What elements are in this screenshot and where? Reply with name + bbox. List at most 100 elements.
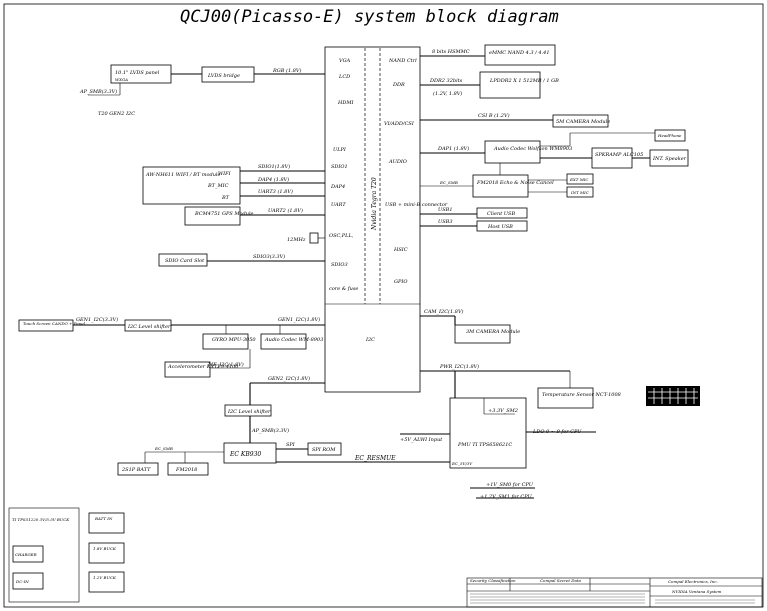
audio-codec-small: Audio Codec WM-8903 — [260, 333, 323, 350]
accelerometer: Accelerometer KXTF9-4100 — [164, 361, 239, 378]
port-hsic: HSIC — [393, 247, 408, 253]
port-uart: UART — [331, 202, 346, 208]
svg-text:BCM4751 GPS Module: BCM4751 GPS Module — [194, 211, 254, 217]
usb3-label: USB3 — [438, 219, 453, 225]
headphone: HeadPhone — [654, 129, 686, 142]
ap-smb2-label: AP_SMB(3.3V) — [251, 427, 289, 434]
svg-text:I2C Level shifter: I2C Level shifter — [127, 324, 171, 330]
pwr-i2c-label: PWR_I2C(1.8V) — [439, 363, 479, 370]
audio-codec: Audio Codec Wolfson WM8903 — [484, 140, 572, 164]
svg-text:EC KB930: EC KB930 — [229, 451, 261, 458]
svg-text:SDIO Card Slot: SDIO Card Slot — [165, 258, 205, 264]
ddr-bus-label: DDR2 32bits — [429, 78, 463, 84]
svg-text:I2C Level shifter: I2C Level shifter — [227, 409, 271, 415]
gps-module: BCM4751 GPS Module — [184, 206, 254, 226]
svg-text:Host USB: Host USB — [487, 224, 513, 230]
svg-text:12MHz: 12MHz — [287, 237, 306, 243]
legend-frame — [8, 507, 80, 603]
svg-text:Client USB: Client USB — [487, 211, 515, 217]
sm1-label: +1.2V_SM1 for CPU — [480, 494, 533, 500]
svg-text:CHARGER: CHARGER — [15, 552, 37, 557]
usb1-label: USB1 — [438, 207, 453, 213]
t20-gen-label: T20 GEN2 I2C — [98, 111, 135, 117]
sm0-label: +1V_SM0 for CPU — [486, 482, 534, 488]
camera-3m: 3M CAMERA Module — [454, 324, 520, 344]
uart3-label: UART3 (1.8V) — [258, 188, 293, 195]
sd-slot: SDIO Card Slot — [158, 253, 208, 267]
svg-text:GYRO MPU-3050: GYRO MPU-3050 — [212, 337, 256, 343]
svg-text:SPI ROM: SPI ROM — [312, 447, 336, 453]
spi-rom: SPI ROM — [307, 442, 342, 456]
batt-2s1p: 2S1P BATT — [117, 462, 159, 476]
svg-text:WXGA: WXGA — [115, 77, 128, 82]
svg-text:1.2V BUCK: 1.2V BUCK — [93, 575, 117, 580]
svg-text:Touch Screen CANDO + Panel: Touch Screen CANDO + Panel — [23, 321, 86, 326]
v33-label: +3.3V_SM2 — [488, 408, 518, 414]
gen2-label: GEN2_I2C(1.8V) — [268, 375, 310, 382]
dcin-box — [12, 572, 44, 590]
int-speaker: INT. Speaker — [649, 149, 689, 167]
svg-text:LPDDR2 X 1 512MB / 1 GB: LPDDR2 X 1 512MB / 1 GB — [489, 78, 559, 84]
emmc: eMMC NAND 4.3 / 4.41 — [484, 44, 556, 66]
camera-5m: 5M CAMERA Module — [552, 114, 610, 128]
svg-text:WIFI: WIFI — [218, 171, 232, 177]
sdio1-label: SDIO1(1.8V) — [258, 163, 290, 170]
gen1-33-label: GEN1_I2C(3.3V) — [76, 316, 118, 323]
svg-text:EC_5V/3V: EC_5V/3V — [451, 461, 473, 466]
svg-text:SPKRAMP ALC105: SPKRAMP ALC105 — [595, 152, 643, 158]
temp-sensor: Temperature Sensor NCT-1008 — [537, 387, 621, 409]
level-shifter-1: I2C Level shifter — [124, 319, 172, 332]
pmu: PMU TI TPS658621C EC_5V/3V — [449, 397, 527, 469]
sheet-border — [3, 3, 764, 608]
svg-text:Accelerometer KXTF9-4100: Accelerometer KXTF9-4100 — [167, 364, 239, 370]
project-label: NVIDIA Ventana System — [671, 589, 722, 594]
port-lcd: LCD — [338, 74, 350, 80]
port-nand: NAND Ctrl — [388, 58, 417, 64]
csi-label: CSI B (1.2V) — [478, 112, 510, 119]
fm2018: FM2018 Echo & Noise Cancel — [472, 174, 554, 198]
port-osc: OSC,PLL, — [329, 233, 354, 239]
port-sdio1: SDIO1 — [331, 164, 348, 170]
dap4-label: DAP4 (1.8V) — [257, 176, 289, 183]
company-label: Compal Electronics, Inc. — [668, 579, 718, 584]
fm2018-small: FM2018 — [167, 462, 209, 476]
svg-text:Temperature Sensor NCT-1008: Temperature Sensor NCT-1008 — [542, 392, 621, 398]
me-i2c-label: ME_I2C(1.8V) — [207, 361, 244, 368]
svg-text:2S1P BATT: 2S1P BATT — [121, 467, 151, 473]
svg-text:DC-IN: DC-IN — [15, 579, 29, 584]
svg-text:BATT IN: BATT IN — [94, 516, 113, 521]
gen1-18-label: GEN1_I2C(1.8V) — [278, 316, 320, 323]
level-shifter-2: I2C Level shifter — [224, 404, 272, 417]
port-sdio3: SDIO3 — [331, 262, 348, 268]
charger-box — [12, 545, 44, 563]
ec-smb2-label: EC_SMB — [439, 180, 458, 185]
svg-text:AW-NH611 WIFI / BT module: AW-NH611 WIFI / BT module — [145, 172, 221, 178]
svg-text:Audio Codec WM-8903: Audio Codec WM-8903 — [264, 337, 323, 343]
port-ulpi: ULPI — [333, 147, 347, 153]
alw-label: +5V_ALWI Input — [400, 437, 443, 443]
svg-text:1.8V BUCK: 1.8V BUCK — [93, 546, 117, 551]
spi-label: SPI — [286, 442, 296, 448]
port-audio: AUDIO — [388, 159, 407, 165]
title-block: Security Classification Compal Secret Da… — [466, 577, 763, 608]
ec-resmue-label: EC_RESMUE — [354, 455, 396, 462]
svg-text:PMU TI TPS658621C: PMU TI TPS658621C — [457, 442, 512, 448]
connector-block — [646, 386, 700, 406]
svg-text:Audio Codec Wolfson WM8903: Audio Codec Wolfson WM8903 — [493, 146, 572, 152]
cpu-name: Nvidia Tegra T20 — [371, 177, 378, 231]
svg-text:LVDS bridge: LVDS bridge — [207, 73, 240, 79]
port-usb: USB + mini-B connector — [385, 202, 448, 208]
port-hdmi: HDMI — [337, 100, 354, 106]
svg-text:BT_MIC: BT_MIC — [207, 183, 229, 189]
port-dap4: DAP4 — [330, 184, 345, 190]
buck12-box — [88, 571, 125, 593]
svg-text:10.1" LVDS panel: 10.1" LVDS panel — [115, 70, 160, 76]
rgb-label: RGB (1.8V) — [272, 67, 302, 74]
cam-i2c-label: CAM_I2C(1.8V) — [424, 308, 464, 315]
nand-bus-label: 8 bits HSMMC — [432, 49, 470, 55]
svg-text:FM2018 Echo & Noise Cancel: FM2018 Echo & Noise Cancel — [476, 180, 554, 186]
port-csi: VI/ADD/CSI — [384, 121, 415, 127]
lvds-panel: 10.1" LVDS panel WXGA — [110, 64, 172, 84]
wifi-module: AW-NH611 WIFI / BT module WIFI BT_MIC BT — [142, 166, 241, 205]
